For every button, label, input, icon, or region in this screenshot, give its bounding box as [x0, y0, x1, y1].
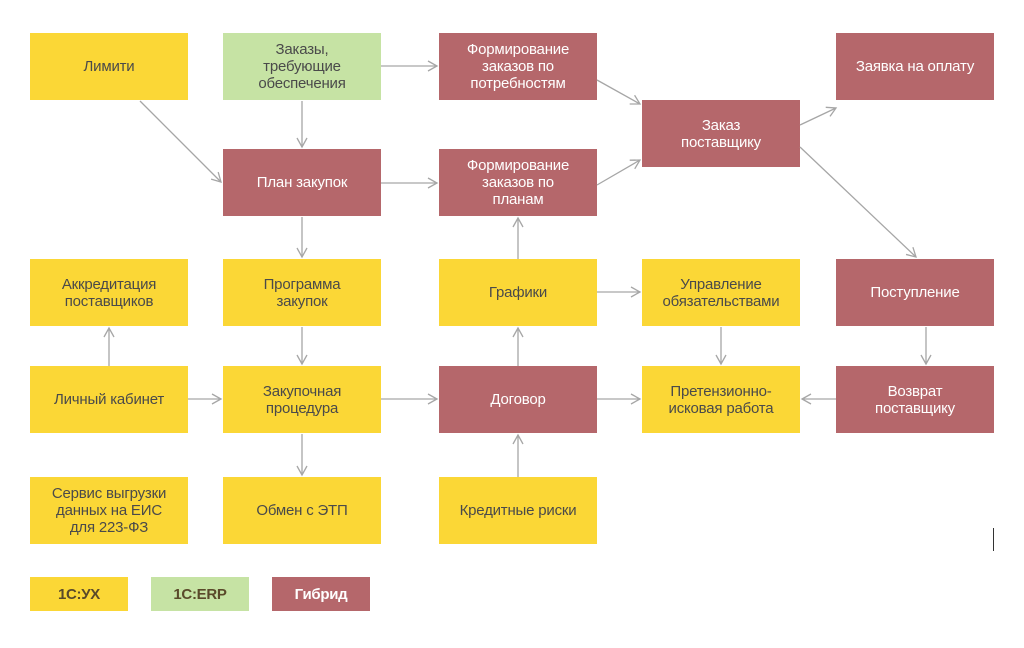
arrow-zakaz-post-to-zayavka: [799, 106, 838, 126]
node-programma-zakupok: Программа закупок: [223, 259, 381, 326]
node-plan-zakupok: План закупок: [223, 149, 381, 216]
node-upravlenie-obyazatelstvami: Управление обязательствами: [642, 259, 800, 326]
text-cursor: [993, 528, 994, 551]
node-kreditnye-riski: Кредитные риски: [439, 477, 597, 544]
node-limity: Лимити: [30, 33, 188, 100]
arrow-limity-to-plan: [139, 100, 222, 183]
node-formirovanie-po-potrebnostyam: Формирование заказов по потребностям: [439, 33, 597, 100]
node-vozvrat-postavshchiku: Возврат поставщику: [836, 366, 994, 433]
arrow-form-plan-to-zakaz-post: [596, 159, 642, 186]
node-dogovor: Договор: [439, 366, 597, 433]
node-servis-vygruzki: Сервис выгрузки данных на ЕИС для 223-ФЗ: [30, 477, 188, 544]
node-pretenzionno-iskovaya: Претензионно- исковая работа: [642, 366, 800, 433]
node-zakaz-postavshchiku: Заказ поставщику: [642, 100, 800, 167]
legend-erp: 1С:ERP: [151, 577, 249, 611]
node-formirovanie-po-planam: Формирование заказов по планам: [439, 149, 597, 216]
arrow-zakaz-post-to-postuplenie: [799, 146, 917, 258]
node-zakazy-obespecheniya: Заказы, требующие обеспечения: [223, 33, 381, 100]
node-zakupochnaya-procedura: Закупочная процедура: [223, 366, 381, 433]
node-grafiki: Графики: [439, 259, 597, 326]
legend-hybrid: Гибрид: [272, 577, 370, 611]
legend-ux: 1С:УХ: [30, 577, 128, 611]
arrow-form-potreb-to-zakaz-post: [596, 79, 642, 105]
node-postuplenie: Поступление: [836, 259, 994, 326]
node-akkreditaciya: Аккредитация поставщиков: [30, 259, 188, 326]
node-zayavka-na-oplatu: Заявка на оплату: [836, 33, 994, 100]
node-obmen-etp: Обмен с ЭТП: [223, 477, 381, 544]
node-lichny-kabinet: Личный кабинет: [30, 366, 188, 433]
